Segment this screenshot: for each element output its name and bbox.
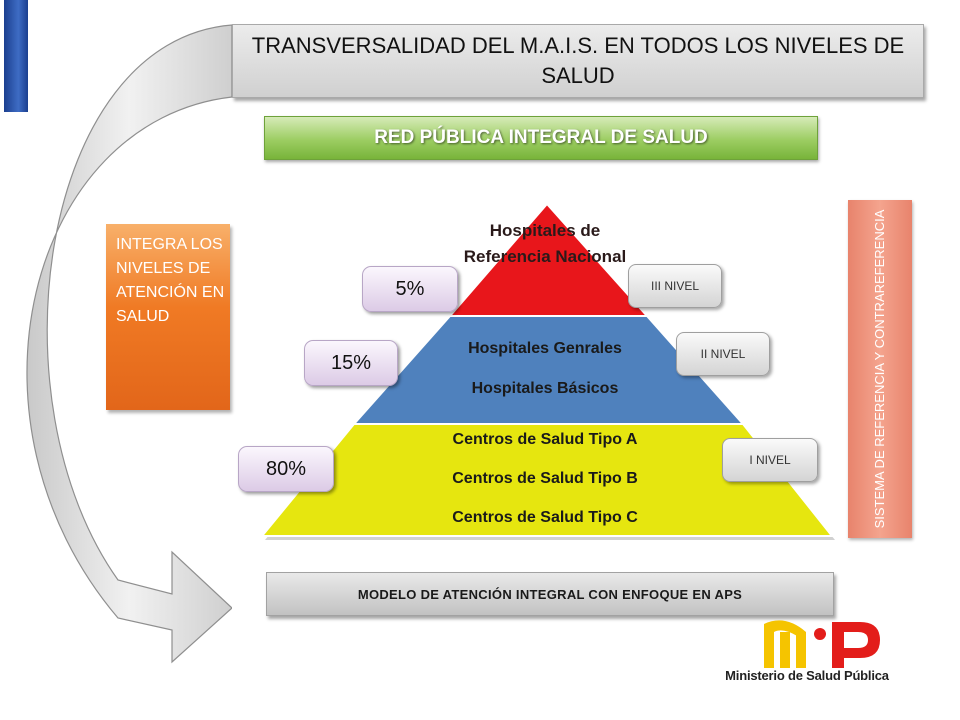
tier2-percent: 15% [304, 340, 398, 386]
page-title: TRANSVERSALIDAD DEL M.A.I.S. EN TODOS LO… [251, 33, 905, 88]
referral-system-label: SISTEMA DE REFERENCIA Y CONTRAREFERENCIA [872, 209, 887, 529]
msp-logo-icon [764, 620, 880, 668]
integration-box: INTEGRA LOS NIVELES DE ATENCIÓN EN SALUD [106, 224, 230, 410]
tier1-percent: 5% [362, 266, 458, 312]
network-banner: RED PÚBLICA INTEGRAL DE SALUD [264, 116, 818, 160]
tier3-label-3: Centros de Salud Tipo C [452, 509, 638, 526]
ministry-name: Ministerio de Salud Pública [725, 668, 889, 683]
curved-arrow [26, 24, 233, 664]
care-model-label: MODELO DE ATENCIÓN INTEGRAL CON ENFOQUE … [357, 586, 743, 602]
accent-bar [4, 0, 28, 112]
tier1-label: Hospitales de Referencia Nacional [463, 221, 627, 266]
integration-label: INTEGRA LOS NIVELES DE ATENCIÓN EN SALUD [116, 236, 225, 325]
tier3-trapezoid [259, 423, 835, 537]
tier2-level: II NIVEL [676, 332, 770, 376]
banner-label: RED PÚBLICA INTEGRAL DE SALUD [374, 127, 708, 148]
title-box: TRANSVERSALIDAD DEL M.A.I.S. EN TODOS LO… [232, 24, 924, 98]
tier3-label-2: Centros de Salud Tipo B [452, 470, 638, 487]
tier1-level: III NIVEL [628, 264, 722, 308]
tier2-label-2: Hospitales Básicos [471, 380, 619, 397]
care-model-box: MODELO DE ATENCIÓN INTEGRAL CON ENFOQUE … [266, 572, 834, 616]
tier3-percent: 80% [238, 446, 334, 492]
tier2-label-1: Hospitales Genrales [468, 340, 622, 357]
tier3-level: I NIVEL [722, 438, 818, 482]
referral-system-box: SISTEMA DE REFERENCIA Y CONTRAREFERENCIA [848, 200, 912, 538]
tier3-label-1: Centros de Salud Tipo A [452, 431, 638, 448]
